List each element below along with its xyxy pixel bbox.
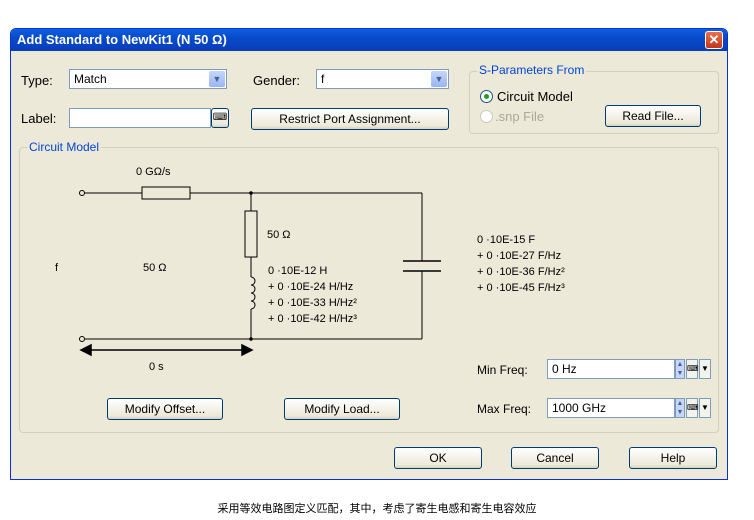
port-terminal-top [79, 190, 85, 196]
dialog-title-bar: Add Standard to NewKit1 (N 50 Ω) ✕ [11, 29, 727, 51]
label-label: Label: [21, 111, 57, 126]
min-freq-input[interactable]: 0 Hz [547, 359, 675, 379]
port-terminal-bottom [79, 336, 85, 342]
inductance-term-2: + 0 ·10E-33 H/Hz² [268, 297, 357, 309]
gender-value: f [321, 72, 325, 86]
keyboard-icon[interactable]: ⌨ [211, 108, 229, 128]
s-parameters-title: S-Parameters From [477, 63, 587, 77]
max-freq-input[interactable]: 1000 GHz [547, 398, 675, 418]
capacitance-term-1: + 0 ·10E-27 F/Hz [477, 250, 562, 262]
cancel-button[interactable]: Cancel [511, 447, 599, 469]
load-resistor [244, 210, 258, 258]
circuit-diagram [79, 186, 441, 357]
max-freq-unit-dropdown[interactable]: ▼ [699, 398, 711, 418]
modify-load-button[interactable]: Modify Load... [284, 398, 400, 420]
type-value: Match [74, 72, 107, 86]
modify-offset-button[interactable]: Modify Offset... [107, 398, 223, 420]
max-freq-value: 1000 GHz [552, 401, 607, 415]
capacitance-term-2: + 0 ·10E-36 F/Hz² [477, 266, 565, 278]
circuit-model-group [19, 147, 719, 433]
min-freq-label: Min Freq: [477, 363, 528, 377]
loss-value: 0 GΩ/s [136, 166, 171, 178]
ok-button[interactable]: OK [394, 447, 482, 469]
load-inductor [250, 276, 256, 310]
gender-select[interactable]: f ▼ [316, 69, 449, 89]
capacitance-term-0: 0 ·10E-15 F [477, 234, 536, 246]
delay-arrow [79, 343, 254, 357]
max-freq-spinner[interactable]: ▲▼ [675, 398, 685, 418]
circuit-model-radio-label: Circuit Model [497, 89, 573, 104]
impedance-value: 50 Ω [143, 262, 167, 274]
figure-caption: 采用等效电路图定义匹配，其中，考虑了寄生电感和寄生电容效应 [217, 502, 537, 515]
help-button[interactable]: Help [629, 447, 717, 469]
snp-file-radio-label: .snp File [495, 109, 545, 124]
port-gender: f [55, 262, 59, 274]
chevron-down-icon[interactable]: ▼ [209, 71, 225, 87]
s-parameters-group [469, 71, 719, 134]
max-freq-label: Max Freq: [477, 402, 532, 416]
circuit-model-title: Circuit Model [27, 140, 102, 154]
label-input[interactable] [69, 108, 211, 128]
restrict-port-assignment-button[interactable]: Restrict Port Assignment... [251, 108, 449, 130]
max-freq-keypad-icon[interactable]: ⌨ [686, 398, 699, 418]
delay-value: 0 s [149, 361, 164, 373]
chevron-down-icon[interactable]: ▼ [431, 71, 447, 87]
min-freq-spinner[interactable]: ▲▼ [675, 359, 685, 379]
type-select[interactable]: Match ▼ [69, 69, 227, 89]
inductance-term-1: + 0 ·10E-24 H/Hz [268, 281, 354, 293]
dialog-title: Add Standard to NewKit1 (N 50 Ω) [17, 32, 227, 47]
capacitance-term-3: + 0 ·10E-45 F/Hz³ [477, 282, 565, 294]
close-icon[interactable]: ✕ [705, 31, 723, 49]
circuit-model-radio[interactable] [480, 90, 493, 103]
read-file-button[interactable]: Read File... [605, 105, 701, 127]
resistance-value: 50 Ω [267, 229, 291, 241]
snp-file-radio[interactable] [480, 110, 493, 123]
add-standard-dialog: Add Standard to NewKit1 (N 50 Ω) ✕ Type:… [10, 28, 728, 480]
min-freq-value: 0 Hz [552, 362, 577, 376]
loss-resistor [141, 186, 191, 200]
gender-label: Gender: [253, 73, 300, 88]
inductance-term-3: + 0 ·10E-42 H/Hz³ [268, 313, 357, 325]
min-freq-unit-dropdown[interactable]: ▼ [699, 359, 711, 379]
inductance-term-0: 0 ·10E-12 H [268, 265, 328, 277]
type-label: Type: [21, 73, 53, 88]
min-freq-keypad-icon[interactable]: ⌨ [686, 359, 699, 379]
